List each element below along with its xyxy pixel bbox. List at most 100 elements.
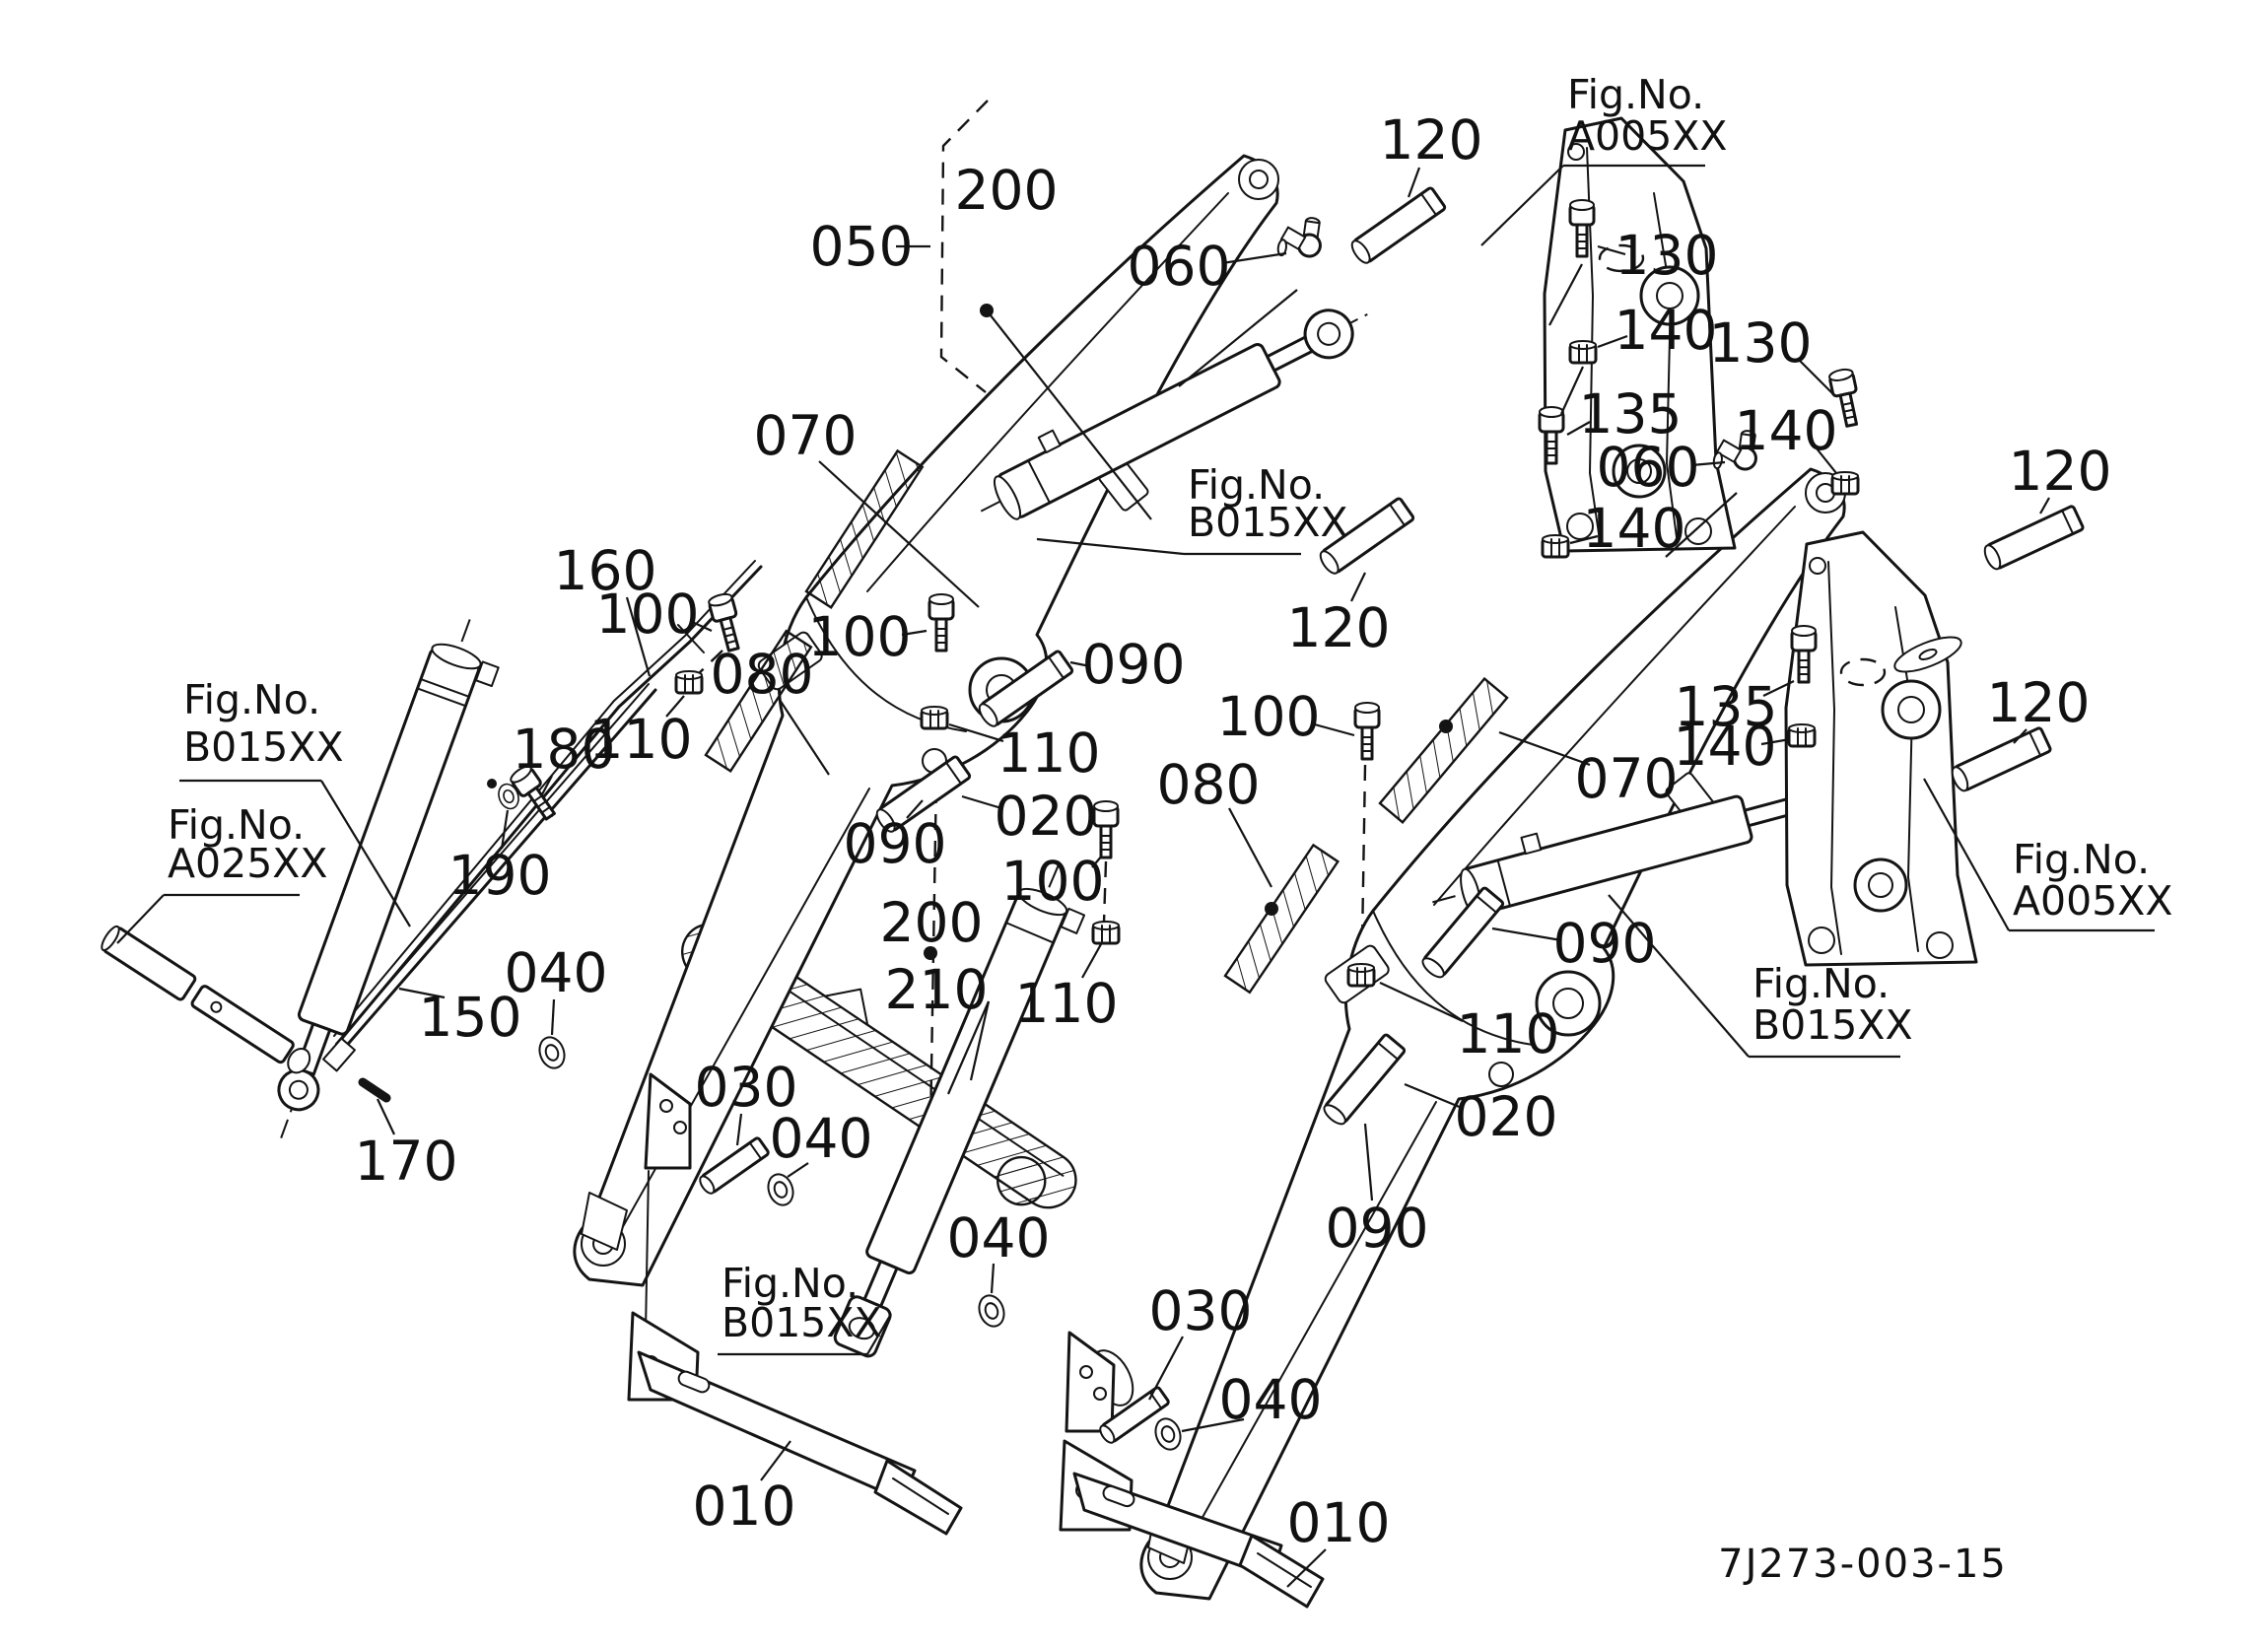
- fig-ref-prefix: Fig.No.: [2013, 836, 2150, 883]
- callout-070: 070: [754, 404, 980, 608]
- callout-label: 140: [1583, 497, 1686, 560]
- callout-label: 160: [554, 539, 657, 602]
- rod-150: [341, 688, 657, 1052]
- callout-135: 135: [1566, 382, 1683, 446]
- fig-ref-A005XX: Fig.No.A005XX: [1480, 71, 1727, 246]
- leader-line: [986, 309, 1152, 520]
- nut-110: [920, 705, 949, 730]
- leader-line: [1228, 807, 1272, 888]
- leader-line: [1404, 1082, 1463, 1110]
- pin-120: [1948, 725, 2053, 795]
- leader-line: [377, 1098, 395, 1135]
- fig-ref-A005XX: Fig.No.A005XX: [1923, 778, 2172, 932]
- leader-line: [665, 695, 685, 718]
- left-lift-cylinder: [277, 619, 500, 1138]
- callout-120: 120: [2009, 440, 2112, 515]
- callout-040: 040: [947, 1206, 1050, 1294]
- fig-ref-B015XX: Fig.No.B015XX: [179, 676, 411, 927]
- leader-line: [1597, 334, 1628, 349]
- quick-hitch-assembly: [101, 925, 311, 1074]
- callout-100: 100: [596, 583, 713, 646]
- callout-label: 040: [505, 941, 608, 1004]
- callout-020: 020: [1404, 1082, 1557, 1148]
- callout-100: 100: [1217, 685, 1355, 748]
- fig-ref-B015XX: Fig.No.B015XX: [1608, 894, 1913, 1059]
- fig-ref-prefix: Fig.No.: [722, 1260, 859, 1307]
- leader-line: [540, 775, 553, 797]
- leader-line: [1762, 680, 1795, 697]
- callout-label: 180: [513, 718, 616, 781]
- fig-ref-number: A025XX: [168, 840, 327, 887]
- fig-ref-number: B015XX: [722, 1299, 882, 1346]
- pin-120: [1980, 504, 2086, 574]
- leader-line: [1350, 572, 1366, 602]
- callout-label: 135: [1675, 675, 1778, 738]
- leader-line: [1286, 1548, 1327, 1588]
- nut-140: [1568, 339, 1598, 365]
- callout-060: 060: [1128, 235, 1287, 298]
- leader-line: [787, 1162, 809, 1178]
- fig-ref-leader: [1923, 778, 2010, 931]
- fig-ref-prefix: Fig.No.: [183, 676, 320, 723]
- callout-160: 160: [554, 539, 657, 677]
- callout-label: 090: [844, 812, 947, 875]
- callout-label: 010: [1287, 1491, 1391, 1554]
- leader-line: [948, 722, 1004, 743]
- callout-140: 140: [1597, 299, 1717, 362]
- callout-190: 190: [448, 809, 552, 907]
- washer-040: [1150, 1413, 1186, 1455]
- fig-ref-prefix: Fig.No.: [1567, 71, 1704, 118]
- callout-label: 070: [1575, 747, 1679, 810]
- callout-130: 130: [1709, 311, 1836, 397]
- callout-label: 010: [693, 1475, 796, 1538]
- callout-140: 140: [1674, 715, 1791, 778]
- callout-label: 190: [448, 844, 552, 907]
- fig-ref-leader: [866, 1313, 892, 1355]
- leader-line: [1181, 1417, 1245, 1433]
- callout-label: 020: [995, 785, 1098, 848]
- fig-ref-leader: [320, 780, 411, 927]
- callout-030: 030: [695, 1056, 797, 1146]
- nut-140: [1541, 533, 1570, 559]
- callout-label: 130: [1615, 224, 1719, 287]
- callout-label: 090: [1326, 1197, 1429, 1260]
- leader-line: [1310, 721, 1355, 737]
- callout-130: 130: [1597, 224, 1719, 287]
- callout-label: 100: [1217, 685, 1321, 748]
- leader-dot: [980, 304, 994, 317]
- callout-090: 090: [844, 799, 947, 875]
- leader-line: [946, 1000, 991, 1095]
- callout-label: 120: [1987, 671, 2091, 734]
- leader-line: [990, 1263, 996, 1294]
- nut-110: [1346, 962, 1376, 988]
- figref-layer: Fig.No.A005XXFig.No.A005XXFig.No.B015XXF…: [116, 71, 2172, 1356]
- callout-label: 100: [596, 583, 700, 646]
- center-lift-cylinder: [833, 864, 1086, 1358]
- callout-210: 210: [885, 958, 991, 1095]
- leader-line: [1148, 1336, 1184, 1401]
- callout-label: 080: [1157, 753, 1261, 816]
- leader-line: [689, 619, 713, 633]
- leader-line: [2013, 728, 2027, 744]
- leader-line: [735, 1113, 743, 1146]
- leader-line: [961, 794, 1002, 810]
- callout-120: 120: [1987, 671, 2091, 744]
- callout-010: 010: [1286, 1491, 1391, 1588]
- ball-190: [487, 779, 497, 789]
- callout-label: 120: [2009, 440, 2112, 503]
- drawing-code: 7J273-003-15: [1718, 1542, 2008, 1587]
- callout-110: 110: [1015, 943, 1118, 1035]
- callout-label: 120: [1287, 596, 1391, 659]
- leader-line: [1566, 421, 1591, 436]
- leader-line: [760, 1440, 791, 1481]
- callout-label: 135: [1579, 382, 1683, 446]
- callout-070: 070: [1498, 730, 1679, 810]
- fig-ref-A025XX: Fig.No.A025XX: [116, 801, 327, 944]
- fasteners: [487, 185, 2086, 1455]
- leader-line: [1760, 737, 1791, 746]
- washer-040: [974, 1290, 1009, 1332]
- callout-150: 150: [398, 986, 521, 1049]
- leader-line: [1091, 855, 1103, 868]
- callout-090: 090: [1326, 1123, 1429, 1260]
